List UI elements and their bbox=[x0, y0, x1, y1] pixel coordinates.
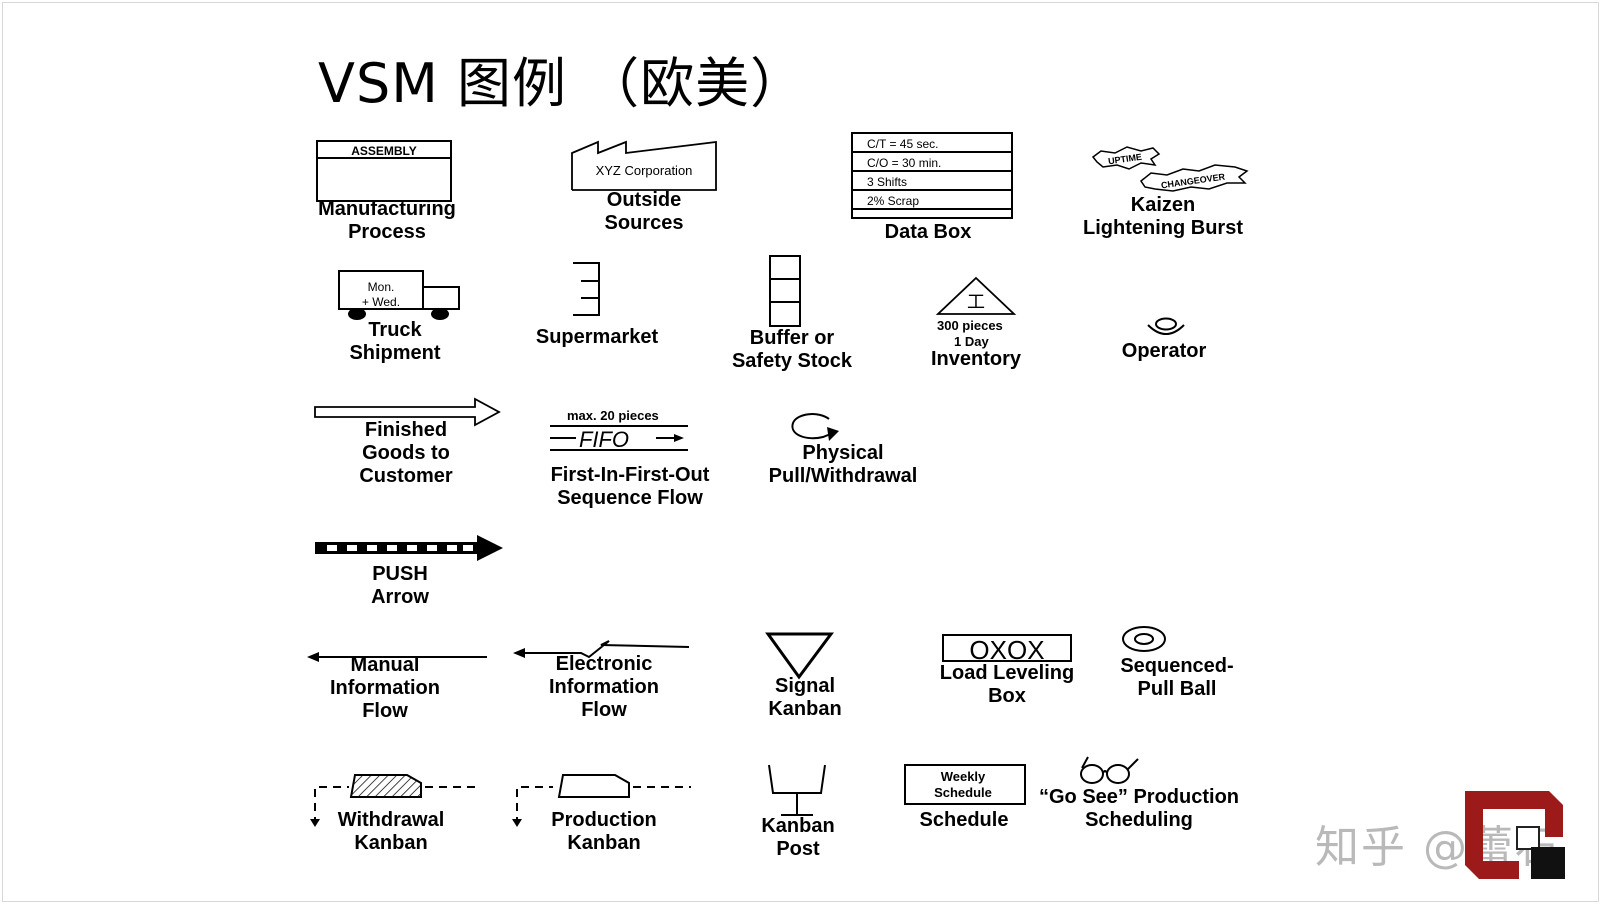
operator-icon bbox=[1147, 317, 1185, 335]
schedule-icon: Weekly Schedule bbox=[904, 764, 1026, 805]
kaizen-burst-icon: UPTIME CHANGEOVER bbox=[1091, 146, 1249, 192]
go-see-label: “Go See” Production Scheduling bbox=[1038, 786, 1240, 831]
push-arrow-label: PUSH Arrow bbox=[371, 563, 429, 608]
fifo-text: FIFO bbox=[579, 427, 629, 452]
manufacturing-process-label: Manufacturing Process bbox=[318, 198, 456, 243]
buffer-stock-label: Buffer or Safety Stock bbox=[731, 327, 853, 372]
outside-sources-label: Outside Sources bbox=[604, 189, 684, 234]
schedule-line-2: Schedule bbox=[934, 785, 992, 800]
manufacturing-process-icon: ASSEMBLY bbox=[316, 140, 452, 202]
withdrawal-kanban-label: Withdrawal Kanban bbox=[337, 809, 445, 854]
finished-goods-label: Finished Goods to Customer bbox=[359, 419, 453, 487]
load-leveling-icon: OXOX bbox=[942, 634, 1072, 665]
electronic-info-label: Electronic Information Flow bbox=[549, 653, 659, 721]
production-kanban-icon bbox=[512, 774, 691, 827]
kanban-post-label: Kanban Post bbox=[761, 815, 835, 860]
physical-pull-label: Physical Pull/Withdrawal bbox=[768, 442, 918, 487]
outside-box-text: XYZ Corporation bbox=[596, 163, 693, 178]
fifo-max-text: max. 20 pieces bbox=[567, 408, 659, 423]
supermarket-label: Supermarket bbox=[535, 326, 659, 348]
fifo-icon: FIFO bbox=[550, 425, 688, 452]
push-arrow-icon bbox=[315, 535, 503, 561]
truck-cargo-1: Mon. bbox=[368, 280, 395, 294]
go-see-glasses-icon bbox=[1080, 756, 1139, 784]
operator-label: Operator bbox=[1121, 340, 1207, 362]
signal-kanban-icon bbox=[765, 632, 834, 680]
electronic-info-arrow-icon bbox=[513, 640, 690, 659]
truck-cargo-2: + Wed. bbox=[362, 295, 400, 309]
data-row-2: C/O = 30 min. bbox=[867, 156, 941, 170]
buffer-stock-icon bbox=[769, 255, 801, 327]
physical-pull-icon bbox=[791, 413, 839, 441]
data-box-icon: C/T = 45 sec. C/O = 30 min. 3 Shifts 2% … bbox=[851, 132, 1013, 219]
data-row-4: 2% Scrap bbox=[867, 194, 919, 208]
manual-info-label: Manual Information Flow bbox=[330, 654, 440, 722]
inventory-label: Inventory bbox=[930, 348, 1022, 370]
load-leveling-label: Load Leveling Box bbox=[939, 662, 1075, 707]
data-row-1: C/T = 45 sec. bbox=[867, 137, 938, 151]
kaizen-uptime: UPTIME bbox=[1107, 152, 1142, 167]
manual-info-arrow-icon bbox=[307, 652, 487, 662]
data-box-label: Data Box bbox=[884, 221, 972, 243]
inventory-qty: 300 pieces bbox=[937, 318, 1003, 333]
inventory-icon: 工 bbox=[935, 276, 1017, 315]
schedule-label: Schedule bbox=[919, 809, 1009, 831]
slide-title: VSM 图例 （欧美） bbox=[318, 52, 806, 115]
production-kanban-label: Production Kanban bbox=[551, 809, 657, 854]
signal-kanban-label: Signal Kanban bbox=[768, 675, 842, 720]
kaizen-burst-label: Kaizen Lightening Burst bbox=[1083, 194, 1243, 239]
inventory-time: 1 Day bbox=[954, 334, 989, 349]
sequenced-pull-ball-icon bbox=[1122, 626, 1166, 652]
finished-goods-arrow-icon bbox=[314, 397, 501, 427]
truck-icon: Mon. + Wed. bbox=[338, 270, 460, 320]
truck-shipment-label: Truck Shipment bbox=[349, 319, 441, 364]
data-row-3: 3 Shifts bbox=[867, 175, 907, 189]
watermark-logo-icon bbox=[1465, 791, 1565, 879]
sequenced-pull-label: Sequenced- Pull Ball bbox=[1120, 655, 1234, 700]
withdrawal-kanban-icon bbox=[310, 774, 479, 827]
schedule-line-1: Weekly bbox=[941, 769, 986, 784]
outside-sources-icon: XYZ Corporation bbox=[571, 140, 717, 191]
kanban-post-icon bbox=[768, 764, 826, 816]
fifo-label: First-In-First-Out Sequence Flow bbox=[550, 464, 710, 509]
inventory-glyph: 工 bbox=[967, 292, 985, 312]
manufacturing-box-text: ASSEMBLY bbox=[351, 144, 417, 158]
supermarket-icon bbox=[573, 262, 600, 316]
load-leveling-text: OXOX bbox=[969, 635, 1044, 665]
